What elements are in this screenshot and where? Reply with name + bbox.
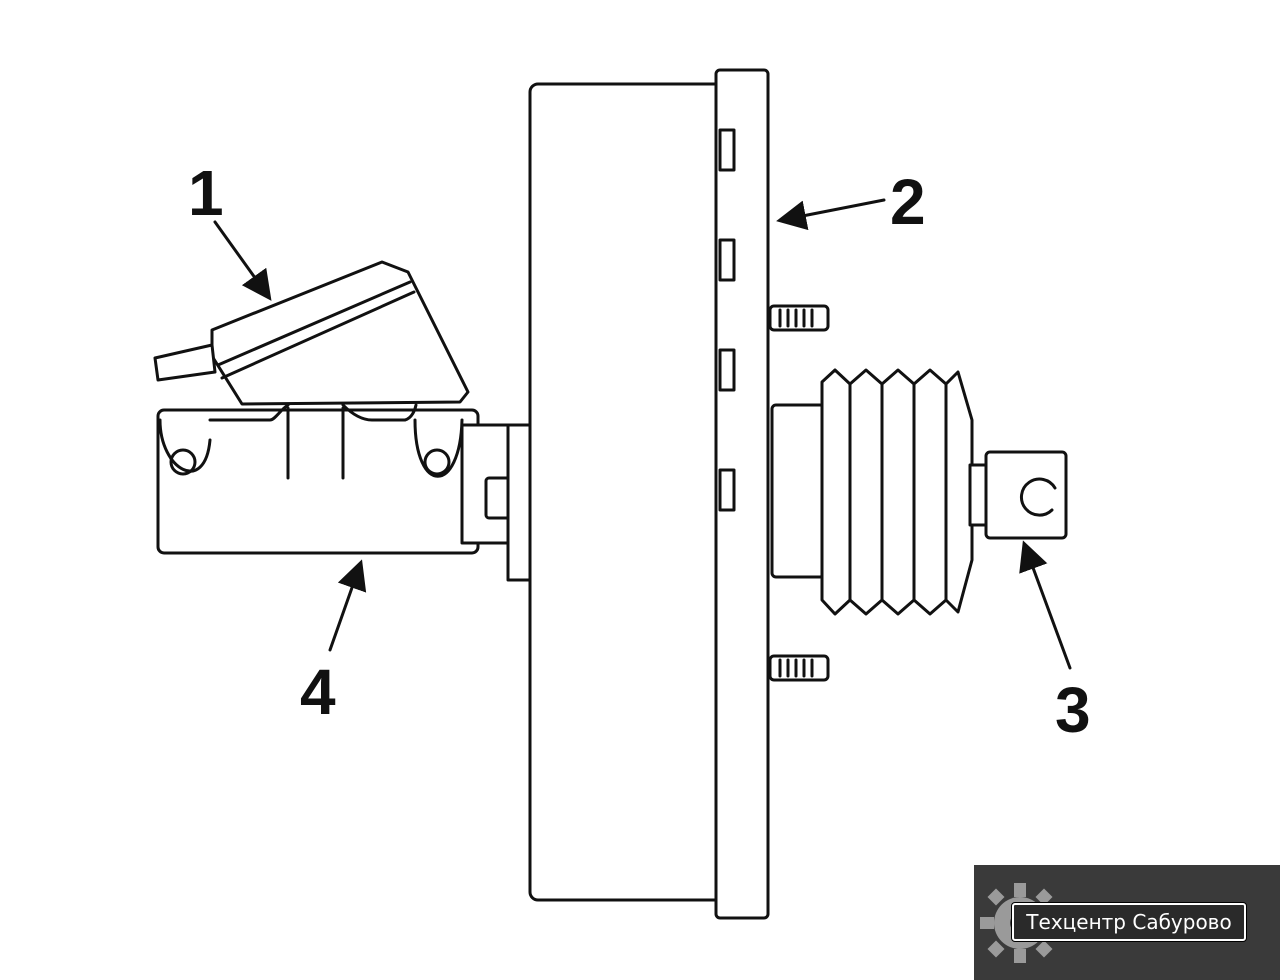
- vacuum-booster: [528, 68, 830, 920]
- master-cylinder: [156, 403, 532, 582]
- callout-label-2: 2: [890, 166, 926, 238]
- callout-arrow-2: [776, 198, 886, 231]
- callout-arrow-1: [213, 220, 272, 301]
- callout-label-1: 1: [188, 157, 224, 229]
- callout-label-3: 3: [1055, 674, 1091, 746]
- watermark-text: Техцентр Сабурово: [1012, 903, 1246, 941]
- callout-arrow-4: [328, 559, 367, 652]
- pushrod-boot: [770, 368, 992, 616]
- callout-arrow-3: [1019, 540, 1072, 670]
- brake-fluid-reservoir: [153, 260, 470, 406]
- pushrod-clevis: [984, 450, 1068, 540]
- callout-label-4: 4: [300, 656, 336, 728]
